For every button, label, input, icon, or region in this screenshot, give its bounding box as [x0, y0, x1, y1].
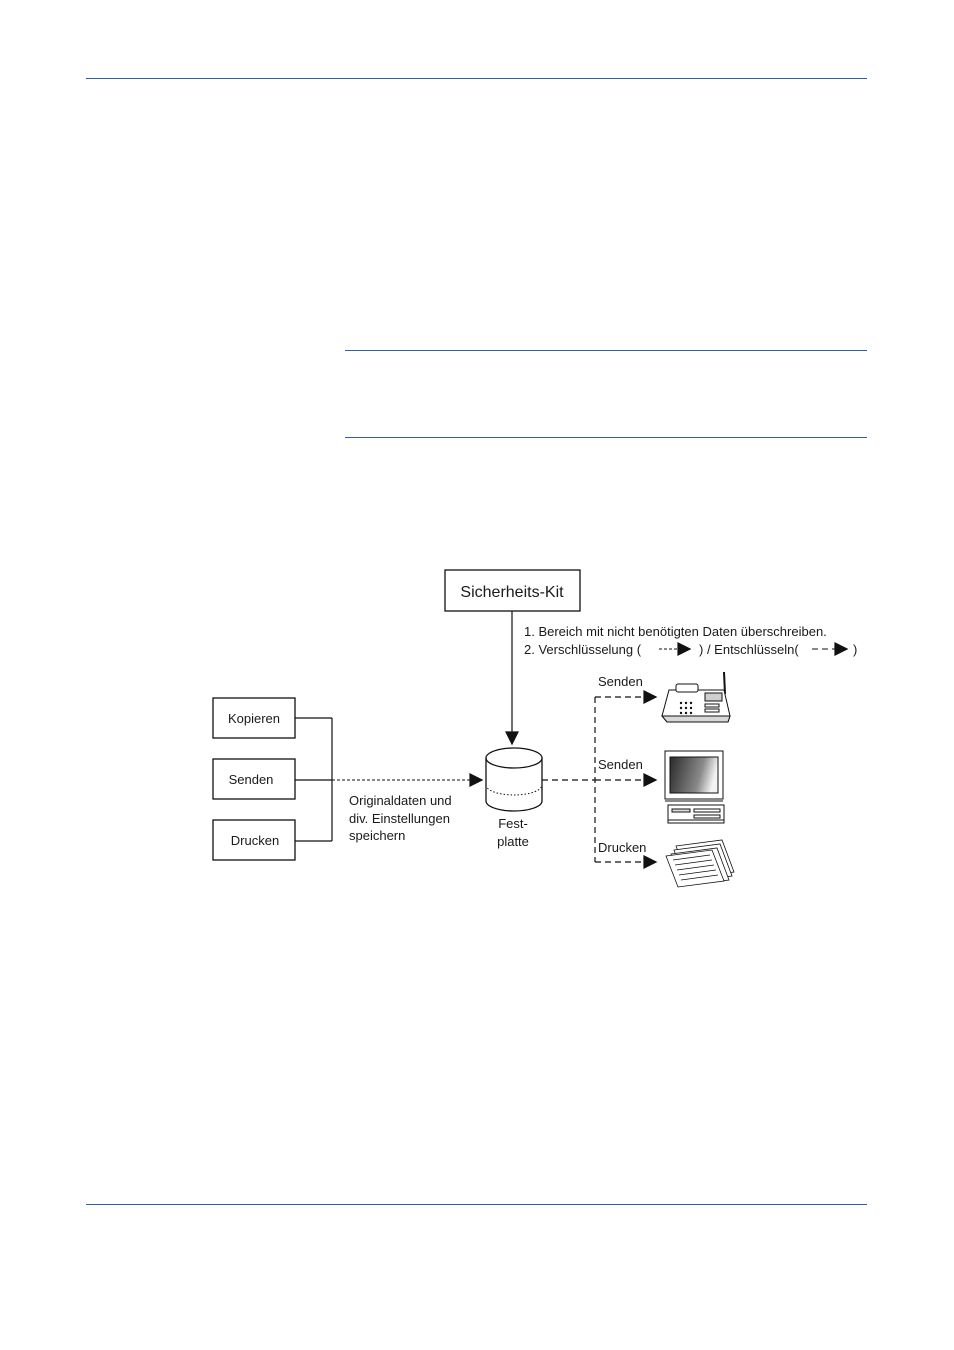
store-caption-line-2: div. Einstellungen: [349, 811, 450, 826]
note-encryption-mid: ) / Entschlüsseln(: [699, 642, 799, 657]
output-label-send-pc: Senden: [598, 757, 643, 772]
computer-icon: [664, 750, 725, 824]
store-caption-line-1: Originaldaten und: [349, 793, 452, 808]
output-label-send-fax: Senden: [598, 674, 643, 689]
note-encryption-start: 2. Verschlüsselung (: [524, 642, 642, 657]
disk-label: Fest- platte: [497, 816, 529, 849]
output-connector: [542, 697, 596, 862]
footer-rule: [86, 1204, 867, 1205]
source-box-send: Senden: [212, 758, 296, 800]
source-label-send: Senden: [229, 772, 274, 787]
paper-stack-icon: [665, 839, 735, 888]
note-rule-top: [345, 350, 867, 351]
output-label-print: Drucken: [598, 840, 646, 855]
source-label-print: Drucken: [231, 833, 279, 848]
note-rule-bottom: [345, 437, 867, 438]
source-box-copy: Kopieren: [212, 697, 296, 739]
note-encryption-end: ): [853, 642, 857, 657]
disk-label-line-1: Fest-: [498, 816, 528, 831]
security-kit-box: Sicherheits-Kit: [444, 569, 581, 612]
store-caption-line-3: speichern: [349, 828, 405, 843]
store-caption: Originaldaten und div. Einstellungen spe…: [349, 793, 452, 843]
header-rule: [86, 78, 867, 79]
disk-label-line-2: platte: [497, 834, 529, 849]
note-encryption: 2. Verschlüsselung ( ) / Entschlüsseln( …: [524, 642, 857, 657]
note-overwrite: 1. Bereich mit nicht benötigten Daten üb…: [524, 624, 827, 639]
source-label-copy: Kopieren: [228, 711, 280, 726]
source-box-print: Drucken: [212, 819, 296, 861]
source-connector: [295, 717, 333, 842]
fax-machine-icon: [660, 671, 731, 723]
hard-disk-icon: [485, 747, 543, 812]
security-kit-label: Sicherheits-Kit: [460, 584, 564, 601]
